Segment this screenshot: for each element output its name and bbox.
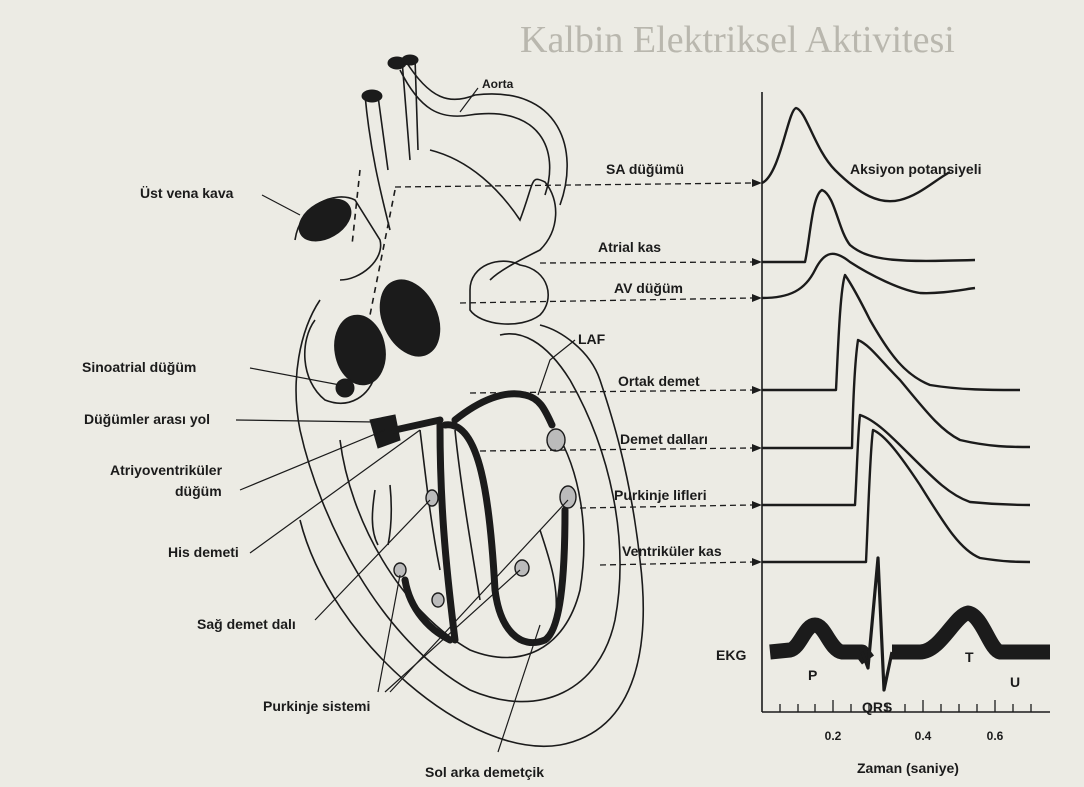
tricuspid-valve	[329, 311, 390, 389]
tick-label-0-2: 0.2	[825, 729, 842, 743]
x-axis-tick-labels: 0.2 0.4 0.6	[825, 729, 1004, 743]
label-atrial-kas: Atrial kas	[598, 239, 661, 255]
leader-lines	[236, 88, 575, 752]
leader-dugumler	[236, 420, 375, 422]
trace-ortak-demet	[762, 275, 1020, 390]
label-ventrikuler-kas: Ventriküler kas	[622, 543, 722, 559]
label-sinoatrial: Sinoatrial düğüm	[82, 359, 196, 375]
label-ortak-demet: Ortak demet	[618, 373, 700, 389]
vessel-cap-3	[402, 55, 418, 65]
label-aorta: Aorta	[482, 77, 514, 91]
arrow-atrial	[540, 262, 752, 263]
heart-labels: Aorta Üst vena kava Sinoatrial düğüm Düğ…	[82, 77, 606, 780]
trace-demet-dallari	[762, 340, 1030, 448]
left-atrium	[470, 261, 548, 324]
aorta-branch-1	[368, 92, 388, 170]
label-sol-arka-demetcik: Sol arka demetçik	[425, 764, 544, 780]
nodule-right-lower-2	[432, 593, 444, 607]
label-atriyoventrikuler-1: Atriyoventriküler	[110, 462, 223, 478]
label-aksiyon: Aksiyon potansiyeli	[850, 161, 981, 177]
label-his-demeti: His demeti	[168, 544, 239, 560]
his-bundle-trunk	[395, 420, 440, 430]
label-dugumler-arasi: Düğümler arası yol	[84, 411, 210, 427]
leader-his	[250, 430, 420, 553]
nodule-right-lower	[394, 563, 406, 577]
ekg-band	[770, 625, 868, 660]
aorta-branch-3	[402, 58, 418, 150]
heart-illustration	[295, 58, 643, 746]
svc-opening	[292, 190, 358, 249]
left-bundle-branch	[445, 425, 565, 643]
purkinje-nodules	[394, 429, 576, 607]
ekg-p-label: P	[808, 667, 817, 683]
arrow-av	[460, 298, 752, 303]
label-purkinje-sistemi: Purkinje sistemi	[263, 698, 370, 714]
arrow-ventrikuler	[600, 562, 752, 565]
leader-aorta	[460, 88, 478, 112]
leader-svc	[262, 195, 300, 215]
laf-branch	[455, 394, 552, 425]
trace-sa-dugumu	[762, 108, 950, 201]
right-bundle-branch	[440, 425, 455, 640]
tick-label-0-6: 0.6	[987, 729, 1004, 743]
tick-label-0-4: 0.4	[915, 729, 932, 743]
trace-axes	[762, 92, 1050, 712]
label-laf: LAF	[578, 331, 606, 347]
ekg-qrs-label: QRS	[862, 699, 892, 715]
label-sag-demet-dali: Sağ demet dalı	[197, 616, 296, 632]
arrow-heads	[752, 179, 762, 566]
label-atriyoventrikuler-2: düğüm	[175, 483, 222, 499]
nodule-mid	[426, 490, 438, 506]
aorta-branch-2	[390, 60, 410, 160]
x-axis-label: Zaman (saniye)	[857, 760, 959, 776]
trace-ventrikuler-kas	[762, 430, 1030, 562]
ekg-qrs-spike	[862, 558, 892, 690]
leader-purkinje-3	[390, 500, 568, 692]
pulmonary-trunk	[430, 150, 556, 280]
label-sa-dugumu: SA düğümü	[606, 161, 684, 177]
aorta-arch	[365, 60, 567, 230]
ekg-band-2	[892, 613, 1050, 652]
ekg-label: EKG	[716, 647, 746, 663]
arrow-purkinje	[580, 505, 752, 508]
ekg-u-label: U	[1010, 674, 1020, 690]
arrow-sa	[395, 183, 752, 187]
nodule-laf	[547, 429, 565, 451]
nodule-upper-left	[560, 486, 576, 508]
label-ust-vena-kava: Üst vena kava	[140, 185, 234, 201]
leader-av	[240, 430, 385, 490]
leader-sol-arka	[498, 625, 540, 752]
label-av-dugum: AV düğüm	[614, 280, 683, 296]
trace-purkinje-lifleri	[762, 415, 1030, 505]
leader-sinoatrial	[250, 368, 340, 385]
ekg-t-label: T	[965, 649, 974, 665]
sinoatrial-node	[336, 379, 354, 397]
label-purkinje-lifleri: Purkinje lifleri	[614, 487, 707, 503]
trace-labels: Aksiyon potansiyeli SA düğümü Atrial kas…	[598, 161, 981, 559]
label-demet-dallari: Demet dalları	[620, 431, 708, 447]
vessel-cap-1	[362, 90, 382, 102]
background-title: Kalbin Elektriksel Aktivitesi	[520, 19, 955, 61]
arrow-dallari	[480, 448, 752, 451]
papillary-left	[540, 530, 556, 620]
nodule-left-lower	[515, 560, 529, 576]
trace-atrial-kas	[762, 190, 975, 262]
papillary-right	[372, 485, 391, 545]
x-axis-ticks	[780, 700, 1031, 712]
